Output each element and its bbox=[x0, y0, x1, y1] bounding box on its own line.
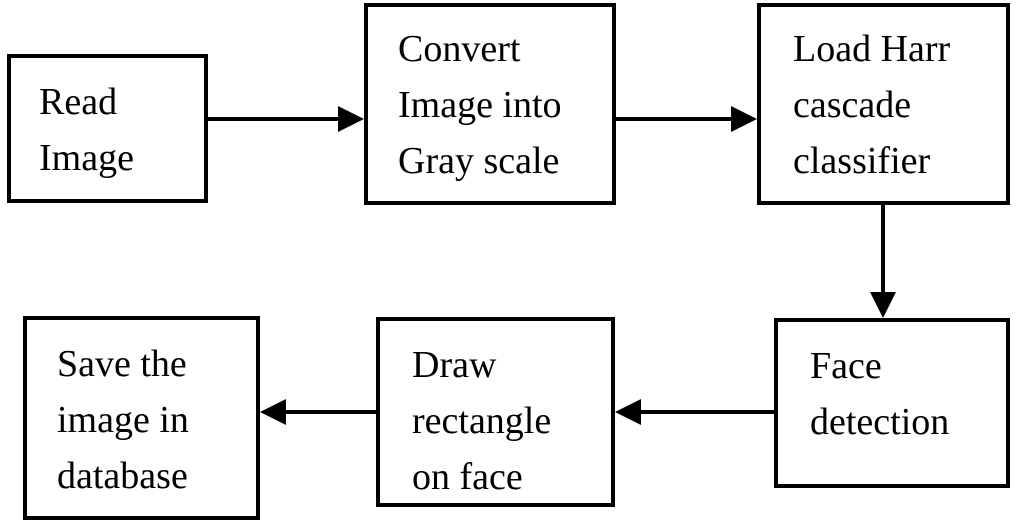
step-load-classifier-label: Load Harr cascade classifier bbox=[793, 28, 951, 182]
arrowhead-convert-to-load bbox=[731, 106, 757, 132]
step-convert-gray-scale: Convert Image into Gray scale bbox=[364, 3, 616, 205]
step-read-image-label: Read Image bbox=[39, 81, 134, 179]
step-load-classifier: Load Harr cascade classifier bbox=[757, 3, 1010, 205]
arrowhead-draw-to-save bbox=[260, 399, 286, 425]
step-face-detection-label: Face detection bbox=[810, 345, 950, 443]
arrowhead-load-to-face bbox=[870, 292, 896, 318]
step-face-detection: Face detection bbox=[774, 318, 1010, 488]
step-read-image: Read Image bbox=[7, 54, 208, 203]
arrowhead-face-to-draw bbox=[615, 399, 641, 425]
step-save-image: Save the image in database bbox=[23, 316, 260, 520]
step-save-image-label: Save the image in database bbox=[57, 343, 189, 497]
arrowhead-read-to-convert bbox=[338, 106, 364, 132]
step-draw-rectangle-label: Draw rectangle on face bbox=[412, 344, 552, 498]
step-convert-gray-scale-label: Convert Image into Gray scale bbox=[398, 28, 562, 182]
step-draw-rectangle: Draw rectangle on face bbox=[376, 317, 615, 507]
